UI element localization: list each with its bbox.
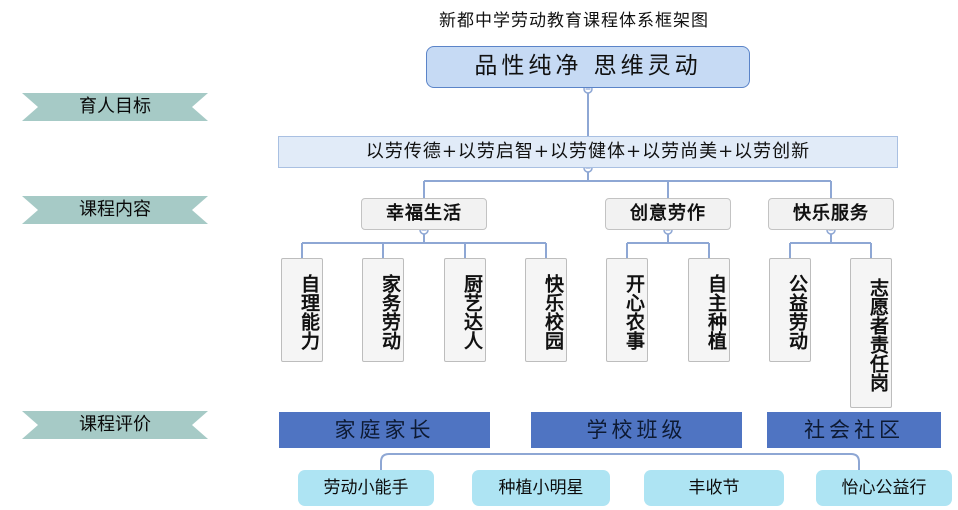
category-creative-work: 创意劳作 xyxy=(605,198,731,230)
award-charity-walk: 怡心公益行 xyxy=(816,470,952,506)
category-happy-service: 快乐服务 xyxy=(768,198,894,230)
leaf-farming: 开心农事 xyxy=(606,258,648,362)
ribbon-content: 课程内容 xyxy=(22,195,208,225)
eval-society: 社会社区 xyxy=(767,412,941,448)
leaf-happy-campus: 快乐校园 xyxy=(525,258,567,362)
category-happy-life: 幸福生活 xyxy=(361,198,487,230)
ribbon-shape xyxy=(22,93,208,121)
eval-school: 学校班级 xyxy=(531,412,742,448)
award-planting-star: 种植小明星 xyxy=(472,470,610,506)
core-goal-box: 品性纯净 思维灵动 xyxy=(426,46,750,88)
leaf-planting: 自主种植 xyxy=(688,258,730,362)
ribbon-shape xyxy=(22,411,208,439)
ribbon-goal: 育人目标 xyxy=(22,92,208,122)
eval-family: 家庭家长 xyxy=(279,412,490,448)
formula-box: 以劳传德+以劳启智+以劳健体+以劳尚美+以劳创新 xyxy=(278,136,898,168)
ribbon-shape xyxy=(22,196,208,224)
leaf-public-labor: 公益劳动 xyxy=(769,258,811,362)
diagram-title: 新都中学劳动教育课程体系框架图 xyxy=(439,11,709,31)
connector-awards-bus xyxy=(380,453,860,471)
ribbon-content-label: 课程内容 xyxy=(79,199,151,220)
leaf-volunteer-post: 志愿者责任岗 xyxy=(850,258,892,408)
leaf-housework: 家务劳动 xyxy=(362,258,404,362)
award-labor-star: 劳动小能手 xyxy=(298,470,434,506)
leaf-cooking: 厨艺达人 xyxy=(444,258,486,362)
ribbon-goal-label: 育人目标 xyxy=(79,96,151,117)
ribbon-evaluation: 课程评价 xyxy=(22,410,208,440)
leaf-self-care: 自理能力 xyxy=(281,258,323,362)
ribbon-evaluation-label: 课程评价 xyxy=(79,414,151,435)
award-harvest-festival: 丰收节 xyxy=(644,470,784,506)
